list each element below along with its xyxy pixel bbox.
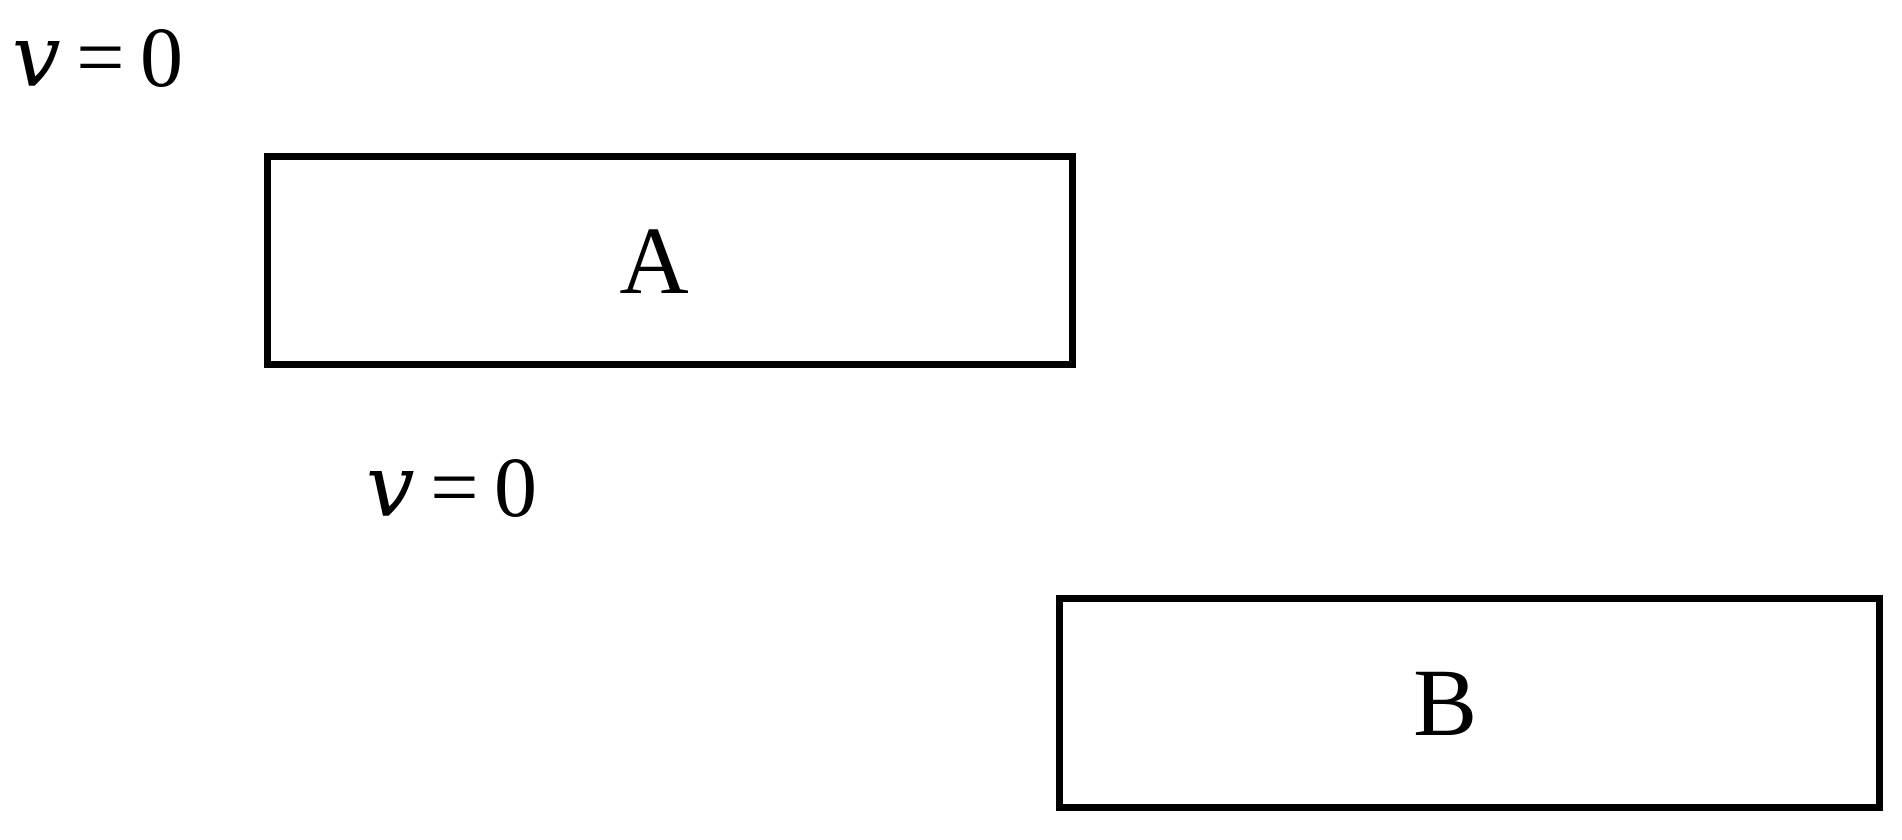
velocity-value: 0 [140, 9, 184, 105]
block-b-label: B [1413, 649, 1478, 756]
velocity-label-block-a: v=0 [12, 14, 183, 100]
block-a-label: A [619, 206, 689, 314]
equals-sign: = [76, 9, 125, 105]
velocity-value: 0 [494, 439, 538, 535]
block-a: A [264, 153, 1076, 368]
velocity-variable-symbol: v [366, 437, 415, 537]
velocity-label-block-b: v=0 [366, 444, 537, 530]
equals-sign: = [430, 439, 479, 535]
block-b: B [1056, 595, 1883, 811]
velocity-variable-symbol: v [12, 7, 61, 107]
